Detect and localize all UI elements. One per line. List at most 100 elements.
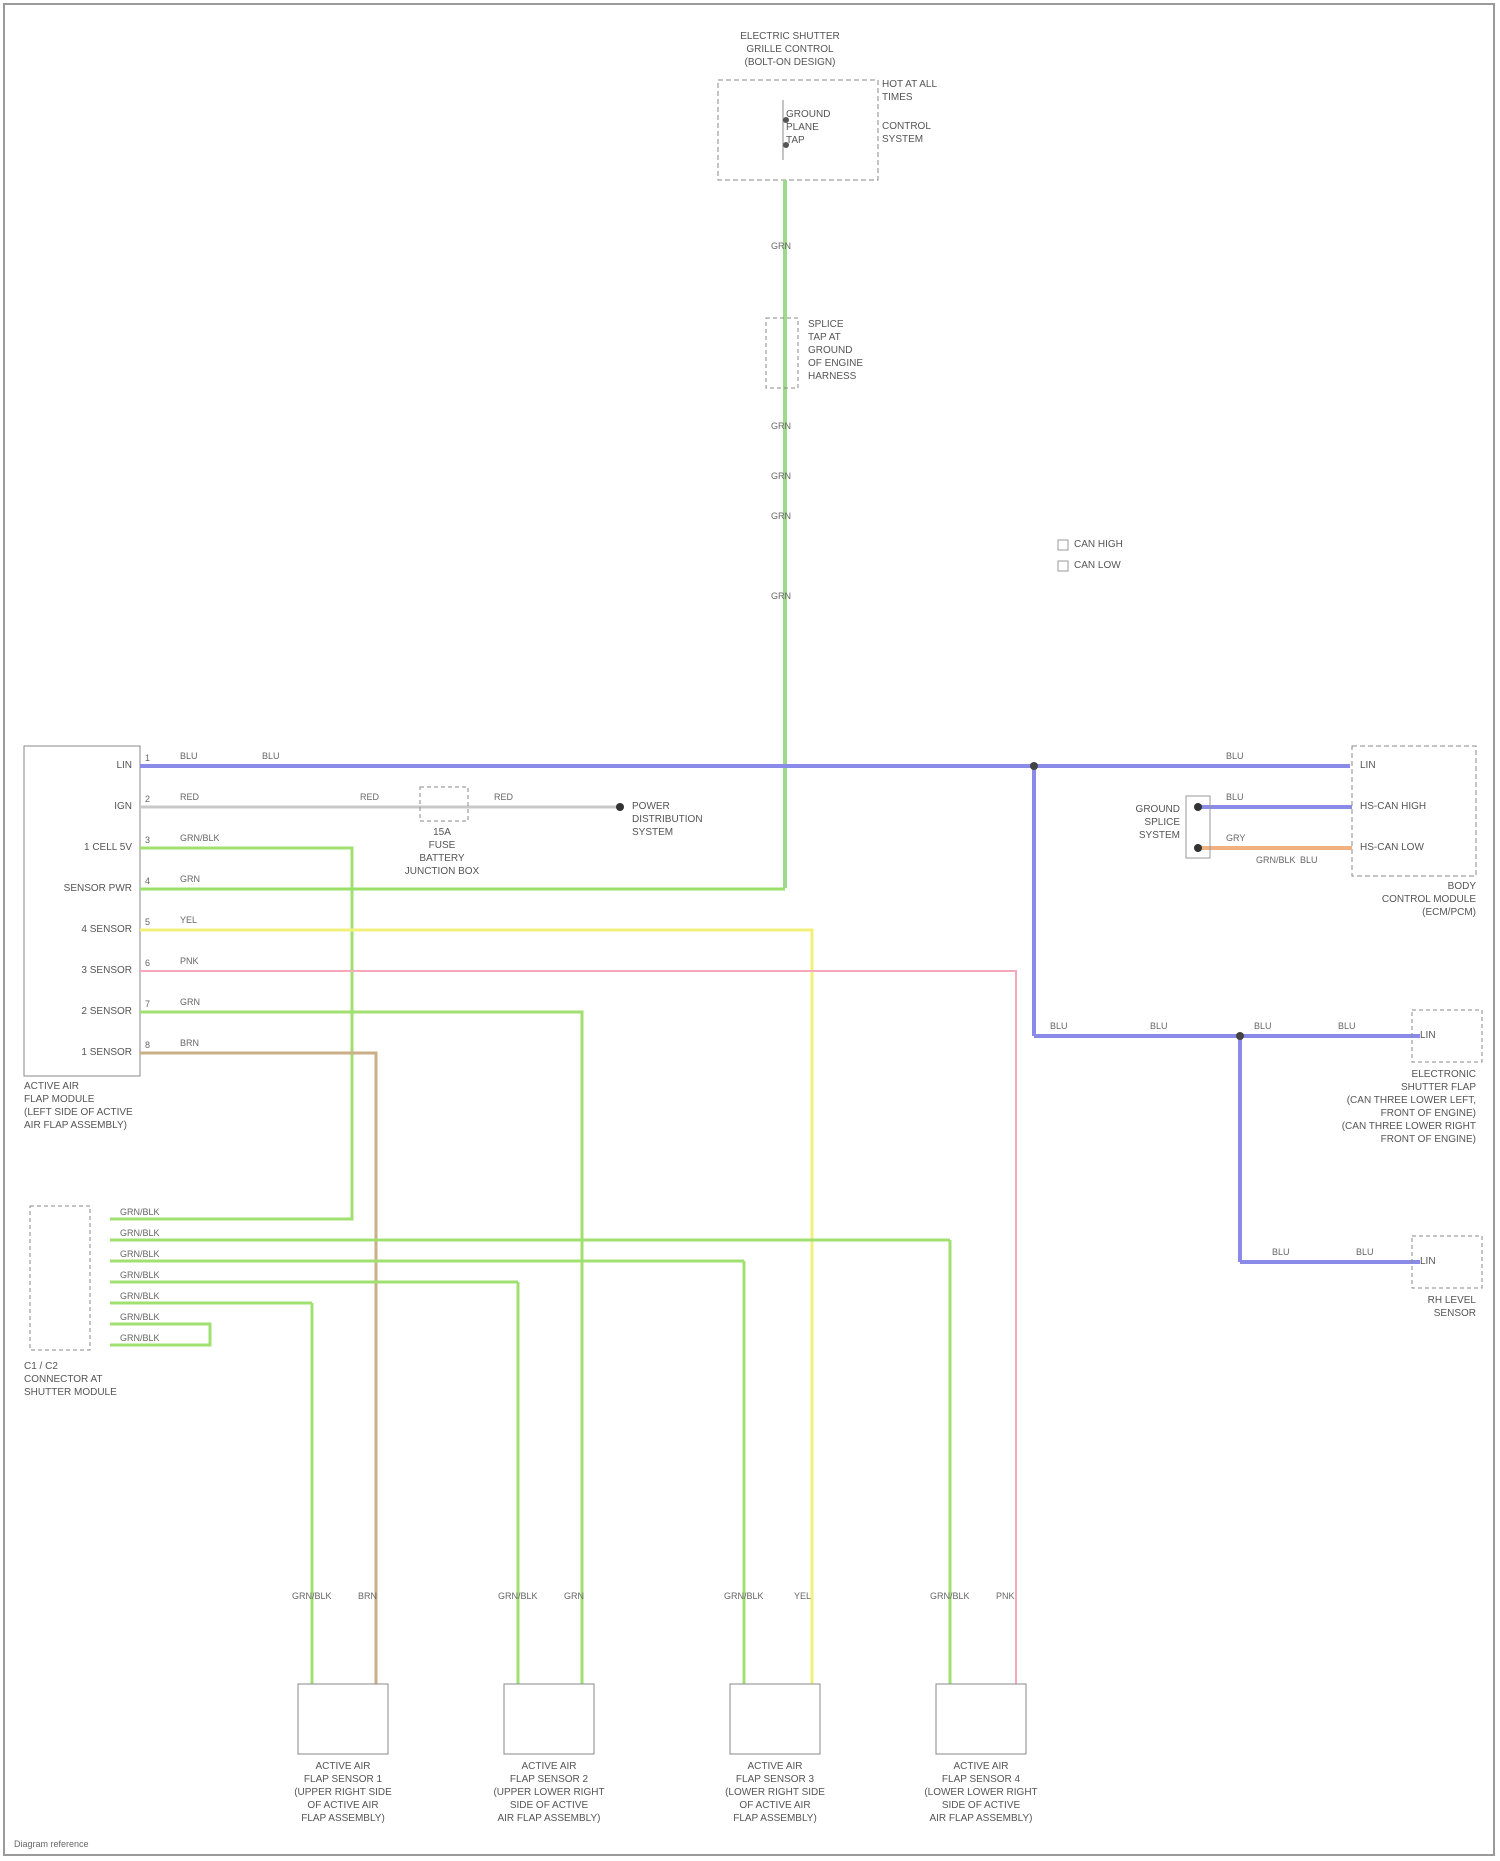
wire-label-s1: BRN [180, 1037, 199, 1050]
pin-number-5: 5 [145, 916, 150, 929]
wire-label-sensor-pwr: GRN [180, 873, 200, 886]
connector-row-3: GRN/BLK [120, 1248, 160, 1261]
sensor-3-box [730, 1684, 820, 1754]
sensor-2-title: ACTIVE AIR FLAP SENSOR 2 (UPPER LOWER RI… [474, 1760, 624, 1825]
cell5v-wire [140, 848, 352, 1219]
sensor-1-right-wire: BRN [358, 1590, 377, 1603]
pin-number-1: 1 [145, 752, 150, 765]
sensor-3-left-wire: GRN/BLK [724, 1590, 764, 1603]
wire-label-can-left: BLU [180, 750, 198, 763]
top-component-note2: CONTROL SYSTEM [882, 120, 931, 146]
wire-label-ign-right: RED [494, 791, 513, 804]
sensor-4-right-wire: PNK [996, 1590, 1015, 1603]
wire-label-can-left2: BLU [262, 750, 280, 763]
module-title: ACTIVE AIR FLAP MODULE (LEFT SIDE OF ACT… [24, 1080, 133, 1132]
splice-box [766, 318, 798, 388]
sensor-2-right-wire: GRN [564, 1590, 584, 1603]
top-component-note: HOT AT ALL TIMES [882, 78, 937, 104]
sensor-1-left-wire: GRN/BLK [292, 1590, 332, 1603]
right-terminal-1 [1194, 803, 1202, 811]
module-pin-sensor1: 1 SENSOR [24, 1046, 132, 1059]
sensor4-wire [140, 930, 812, 1684]
pin-number-4: 4 [145, 875, 150, 888]
mid-wire-label-4: BLU [1338, 1020, 1356, 1033]
sensor-4-left-wire: GRN/BLK [930, 1590, 970, 1603]
pin-number-6: 6 [145, 957, 150, 970]
ground-wire-label-2: GRN [771, 420, 791, 433]
level-sensor-pin: LIN [1420, 1255, 1436, 1268]
level-wire-label-2: BLU [1356, 1246, 1374, 1259]
ground-wire-label-1: GRN [771, 240, 791, 253]
sensor-1-title: ACTIVE AIR FLAP SENSOR 1 (UPPER RIGHT SI… [268, 1760, 418, 1825]
connector-row-6: GRN/BLK [120, 1311, 160, 1324]
legend-can-high: CAN HIGH [1074, 538, 1123, 551]
wire-label-s3: PNK [180, 955, 199, 968]
module-pin-sensor-pwr: SENSOR PWR [24, 882, 132, 895]
legend-mark-2 [1058, 561, 1068, 571]
pin-number-3: 3 [145, 834, 150, 847]
connector-rows [110, 1219, 950, 1684]
right-module-pin-high: HS-CAN HIGH [1360, 800, 1426, 813]
module-pin-sensor3: 3 SENSOR [24, 964, 132, 977]
fuse-box [420, 787, 468, 821]
legend-can-low: CAN LOW [1074, 559, 1121, 572]
sensor1-wire [140, 1053, 376, 1684]
wire-label-cell: GRN/BLK [180, 832, 220, 845]
sensor-2-left-wire: GRN/BLK [498, 1590, 538, 1603]
wire-label-s4: YEL [180, 914, 197, 927]
right-wire-label-2: BLU [1226, 791, 1244, 804]
connector-row-4: GRN/BLK [120, 1269, 160, 1282]
right-module-pin-lin: LIN [1360, 759, 1376, 772]
level-wire-label-1: BLU [1272, 1246, 1290, 1259]
right-wire-label-1: BLU [1226, 750, 1244, 763]
ground-wire-label-4: GRN [771, 510, 791, 523]
level-sensor-title: RH LEVEL SENSOR [1380, 1294, 1476, 1320]
top-component-title: ELECTRIC SHUTTER GRILLE CONTROL (BOLT-ON… [720, 30, 860, 69]
right-wire-label-4: GRN/BLK [1256, 854, 1296, 867]
power-distribution-label: POWER DISTRIBUTION SYSTEM [632, 800, 703, 839]
footer-note: Diagram reference [14, 1838, 89, 1851]
connector-row-7: GRN/BLK [120, 1332, 160, 1345]
sensor-2-box [504, 1684, 594, 1754]
can-junction-2 [1236, 1032, 1244, 1040]
ground-splice-title: GROUND SPLICE SYSTEM [1080, 803, 1180, 842]
sensor2-wire [140, 1012, 582, 1684]
right-wire-label-3: GRY [1226, 832, 1245, 845]
pin-number-8: 8 [145, 1039, 150, 1052]
connector-row-5: GRN/BLK [120, 1290, 160, 1303]
splice-label: SPLICE TAP AT GROUND OF ENGINE HARNESS [808, 318, 863, 383]
legend-mark-1 [1058, 540, 1068, 550]
fuse-label: 15A FUSE BATTERY JUNCTION BOX [372, 826, 512, 878]
sensor-1-box [298, 1684, 388, 1754]
connector-box [30, 1206, 90, 1350]
sensor-3-title: ACTIVE AIR FLAP SENSOR 3 (LOWER RIGHT SI… [700, 1760, 850, 1825]
right-terminal-2 [1194, 844, 1202, 852]
connector-row-1: GRN/BLK [120, 1206, 160, 1219]
connector-row-2: GRN/BLK [120, 1227, 160, 1240]
wire-label-s2: GRN [180, 996, 200, 1009]
mid-wire-label-3: BLU [1254, 1020, 1272, 1033]
right-module-title: BODY CONTROL MODULE (ECM/PCM) [1330, 880, 1476, 919]
connector-title: C1 / C2 CONNECTOR AT SHUTTER MODULE [24, 1360, 117, 1399]
right-wire-label-5: BLU [1300, 854, 1318, 867]
shutter-flap-pin: LIN [1420, 1029, 1436, 1042]
sensor-4-box [936, 1684, 1026, 1754]
module-pin-cell: 1 CELL 5V [24, 841, 132, 854]
sensor-3-right-wire: YEL [794, 1590, 811, 1603]
ground-wire-label-5: GRN [771, 590, 791, 603]
module-box [24, 746, 140, 1076]
wire-label-ign-left: RED [180, 791, 199, 804]
shutter-flap-title: ELECTRONIC SHUTTER FLAP (CAN THREE LOWER… [1290, 1068, 1476, 1146]
ground-wire-label-3: GRN [771, 470, 791, 483]
right-module-pin-low: HS-CAN LOW [1360, 841, 1424, 854]
module-pin-ign: IGN [24, 800, 132, 813]
module-pin-lin: LIN [24, 759, 132, 772]
mid-wire-label-2: BLU [1150, 1020, 1168, 1033]
sensor3-wire [140, 971, 1016, 1684]
pin-number-2: 2 [145, 793, 150, 806]
can-junction [1030, 762, 1038, 770]
top-component-inner: GROUND PLANE TAP [786, 108, 830, 147]
pin-number-7: 7 [145, 998, 150, 1011]
wire-label-ign-mid: RED [360, 791, 379, 804]
